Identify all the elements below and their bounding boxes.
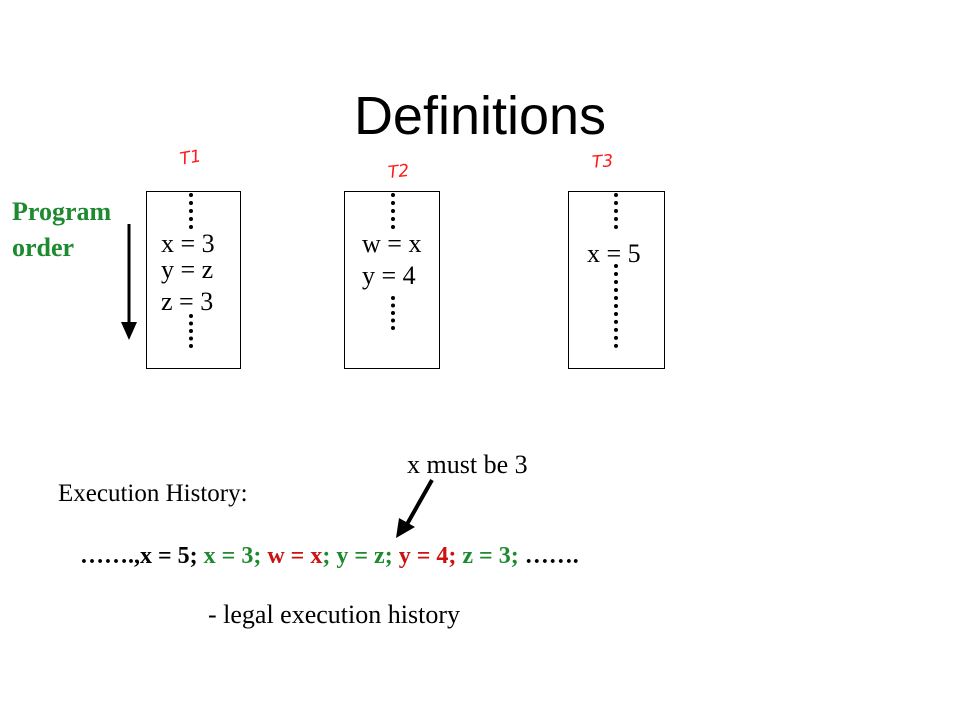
page-title: Definitions [353,86,607,146]
history-segment: y = 4; [398,543,463,569]
history-segment: z = 3; [462,543,525,569]
thread-1-box [146,191,241,369]
thread-1-op-1: x = 3 [161,229,215,258]
thread-3-tag: T3 [591,151,614,173]
history-segment: …….,x = 5; [80,543,204,569]
thread-2-op-1: w = x [362,229,422,258]
thread-2-bottom-ellipsis [391,296,395,330]
thread-2-top-ellipsis [391,193,395,229]
history-segment: y = z; [336,543,399,569]
thread-1-bottom-ellipsis [189,314,193,348]
program-order-label: Program order [12,197,112,262]
execution-history-sequence: …….,x = 5; x = 3; w = x; y = z; y = 4; z… [80,543,579,570]
history-segment: ; [322,543,337,569]
annotation-label: x must be 3 [407,450,528,479]
history-segment: x = 3; [203,543,268,569]
annotation-arrow-icon [396,479,434,538]
thread-1-tag: T1 [178,146,203,170]
thread-1-top-ellipsis [189,193,193,229]
legal-history-note: - legal execution history [208,600,460,629]
execution-history-label: Execution History: [58,480,248,507]
thread-1-op-2: y = z [161,255,214,284]
thread-2-op-2: y = 4 [362,261,416,290]
thread-3-top-ellipsis [614,193,618,229]
history-segment: w = x [267,543,323,569]
program-order-arrow-icon [121,224,137,340]
history-segment: ……. [524,543,579,569]
thread-3-bottom-ellipsis [614,264,618,348]
thread-1-op-3: z = 3 [161,287,214,316]
thread-2-tag: T2 [387,160,411,184]
thread-3-op-1: x = 5 [587,239,641,268]
